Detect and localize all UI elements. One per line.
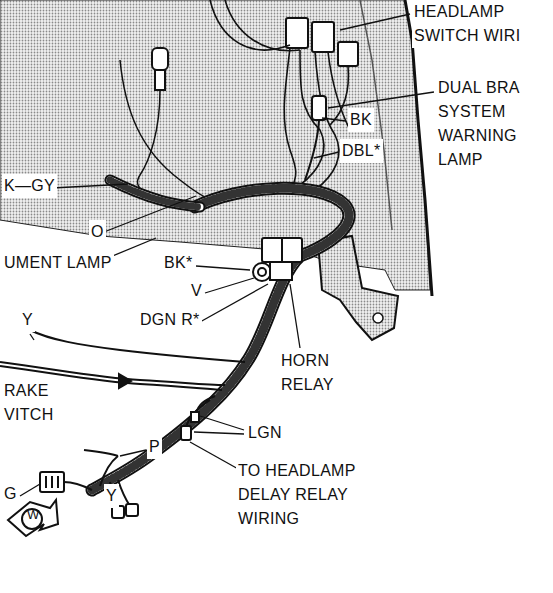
wire-color-label: BK [348,108,374,132]
wire-color-label: O [89,220,106,244]
wire-color-label: K—GY [2,174,57,198]
headlamp-switch-connector [286,18,358,66]
direction-letter: W [25,507,42,523]
main-harness [92,180,349,490]
wire-color-label: V [189,279,204,303]
wire-color-label: Y [20,308,35,332]
instrument-lamp [120,48,215,205]
delay-relay-wires [181,396,215,440]
warning-lamp-socket [305,96,326,180]
switch-wires [210,0,350,190]
wire-color-label: G [2,482,19,506]
component-callout: RAKE VITCH [2,379,64,427]
wire-color-label: P [147,435,162,459]
component-callout: HORN RELAY [279,349,353,397]
wire-color-label: BK* [162,251,194,275]
component-callout: TO HEADLAMP DELAY RELAY WIRING [236,459,365,531]
component-callout: UMENT LAMP [2,251,114,275]
wire-color-label: Y [104,484,119,508]
component-callout: DUAL BRA SYSTEM WARNING LAMP [436,76,548,172]
component-callout: HEADLAMP SWITCH WIRI [412,0,544,48]
mounting-bracket [318,236,398,340]
wire-color-label: LGN [246,421,284,445]
wire-color-label: DBL* [340,139,383,163]
instrument-panel [0,0,430,290]
wire-color-label: DGN R* [138,308,202,332]
bracket-hole [373,313,383,323]
horn-relay [253,238,302,281]
